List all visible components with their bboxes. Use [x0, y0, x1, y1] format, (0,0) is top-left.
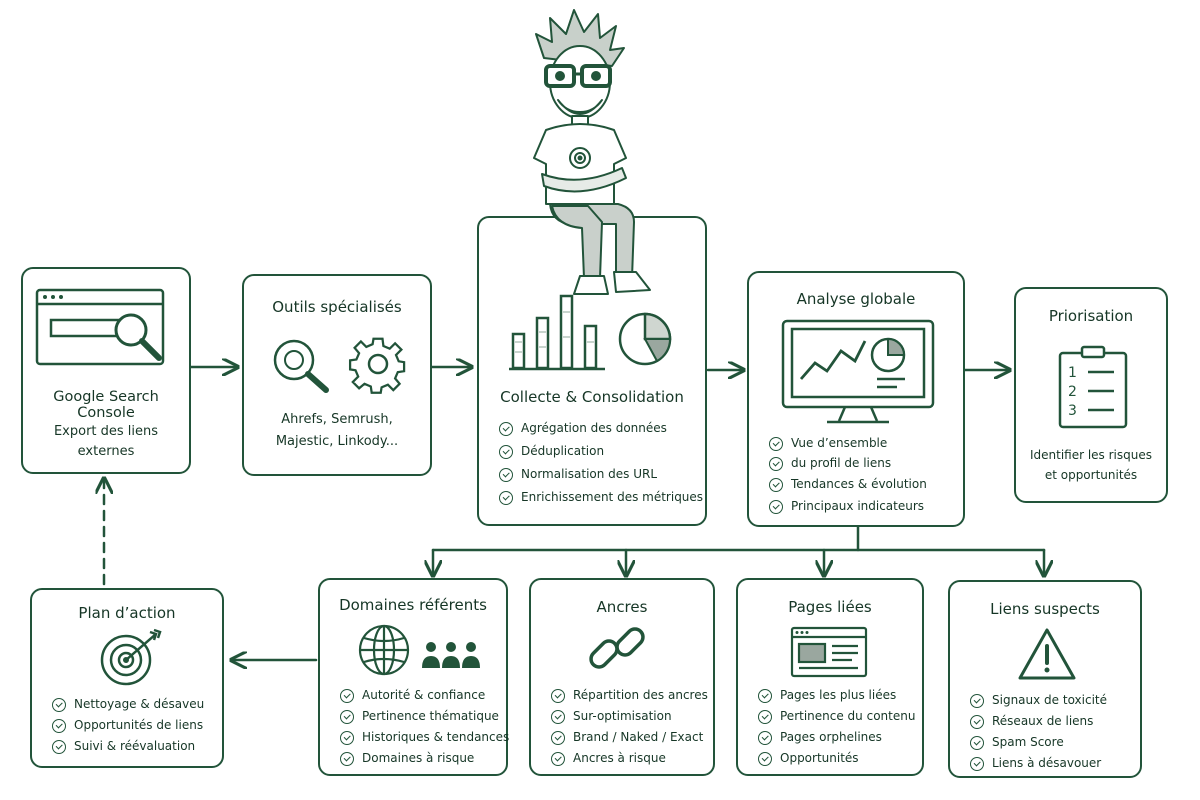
outils-line1: Ahrefs, Semrush,	[281, 412, 393, 427]
warning-icon	[1018, 628, 1076, 680]
ancres-item: Brand / Naked / Exact	[551, 727, 707, 748]
browser-search-icon	[35, 288, 165, 366]
analyse-item: Vue d’ensemble	[769, 433, 957, 454]
analyse-item-continuation: du profil de liens	[769, 453, 957, 474]
ancres-title: Ancres	[596, 598, 648, 616]
priorisation-num-3: 3	[1068, 403, 1077, 419]
priorisation-line1: Identifier les risques	[1029, 448, 1153, 462]
collecte-item: Normalisation des URL	[499, 464, 699, 485]
plan-list: Nettoyage & désaveu Opportunités de lien…	[52, 694, 216, 757]
monitor-chart-icon	[781, 319, 935, 424]
ancres-list: Répartition des ancres Sur-optimisation …	[551, 685, 708, 769]
domaines-item: Autorité & confiance	[340, 685, 500, 706]
suspects-item: Liens à désavouer	[970, 753, 1134, 774]
domaines-item: Domaines à risque	[340, 748, 500, 769]
box-domaines-referents: Domaines référents Autorité & confiance …	[318, 578, 509, 776]
collecte-title: Collecte & Consolidation	[500, 388, 684, 406]
webpage-icon	[790, 626, 868, 678]
priorisation-title: Priorisation	[1048, 307, 1134, 325]
plan-item: Suivi & réévaluation	[52, 736, 216, 757]
target-arrow-icon	[100, 628, 162, 686]
priorisation-num-1: 1	[1068, 365, 1077, 381]
box-priorisation: Priorisation 1 2 3 Identifier les risque…	[1014, 287, 1168, 503]
analyse-item: Tendances & évolution	[769, 474, 957, 495]
globe-icon	[358, 624, 410, 676]
outils-title: Outils spécialisés	[272, 298, 402, 316]
collecte-item: Enrichissement des métriques	[499, 487, 703, 508]
domaines-item: Pertinence thématique	[340, 706, 500, 727]
gear-icon	[348, 337, 406, 394]
mascot-illustration	[533, 9, 651, 295]
analyse-list: Vue d’ensemble du profil de liens Tendan…	[769, 433, 957, 517]
domaines-item: Historiques & tendances	[340, 727, 509, 748]
domaines-title: Domaines référents	[339, 596, 487, 614]
suspects-item: Réseaux de liens	[970, 711, 1134, 732]
box-plan-action: Plan d’action Nettoyage & désaveu Opport…	[30, 588, 224, 768]
domaines-list: Autorité & confiance Pertinence thématiq…	[340, 685, 509, 769]
plan-item: Opportunités de liens	[52, 715, 216, 736]
suspects-title: Liens suspects	[990, 600, 1100, 618]
box-liens-suspects: Liens suspects Signaux de toxicité Résea…	[948, 580, 1142, 778]
pages-title: Pages liées	[788, 598, 872, 616]
outils-line2: Majestic, Linkody...	[275, 434, 399, 449]
plan-title: Plan d’action	[78, 604, 176, 622]
pages-list: Pages les plus liées Pertinence du conte…	[758, 685, 916, 769]
box-ancres: Ancres Répartition des ancres Sur-optimi…	[529, 578, 715, 776]
box-collecte: Collecte & Consolidation Agrégation des …	[477, 216, 707, 526]
gsc-title: Google Search Console	[53, 389, 159, 421]
gsc-subtitle: Export des liens externes	[53, 424, 159, 459]
clipboard-list-icon: 1 2 3	[1058, 345, 1128, 429]
suspects-list: Signaux de toxicité Réseaux de liens Spa…	[970, 690, 1134, 774]
analyse-item0-cont: du profil de liens	[791, 456, 892, 470]
pages-item: Pages orphelines	[758, 727, 916, 748]
suspects-item: Signaux de toxicité	[970, 690, 1134, 711]
plan-item: Nettoyage & désaveu	[52, 694, 216, 715]
suspects-item: Spam Score	[970, 732, 1134, 753]
pages-item: Pages les plus liées	[758, 685, 916, 706]
ancres-item: Répartition des ancres	[551, 685, 708, 706]
box-outils-specialises: Outils spécialisés Ahrefs, Semrush, Maje…	[242, 274, 432, 476]
magnifier-icon	[273, 339, 329, 393]
pages-item: Opportunités	[758, 748, 916, 769]
analyse-title: Analyse globale	[796, 290, 916, 308]
collecte-item: Agrégation des données	[499, 418, 699, 439]
people-icon	[422, 642, 480, 668]
box-analyse-globale: Analyse globale Vue d’ensemble du profil…	[747, 271, 965, 527]
bar-chart-icon	[509, 294, 605, 371]
box-google-search-console: Google Search Console Export des liens e…	[21, 267, 191, 474]
priorisation-num-2: 2	[1068, 384, 1077, 400]
chain-link-icon	[589, 627, 645, 669]
collecte-item: Déduplication	[499, 441, 699, 462]
box-pages-liees: Pages liées Pages les plus liées Pertine…	[736, 578, 924, 776]
analyse-item: Principaux indicateurs	[769, 496, 957, 517]
ancres-item: Sur-optimisation	[551, 706, 707, 727]
pages-item: Pertinence du contenu	[758, 706, 916, 727]
pie-chart-icon	[618, 312, 672, 366]
priorisation-line2: et opportunités	[1044, 468, 1138, 482]
collecte-list: Agrégation des données Déduplication Nor…	[499, 418, 703, 508]
ancres-item: Ancres à risque	[551, 748, 707, 769]
